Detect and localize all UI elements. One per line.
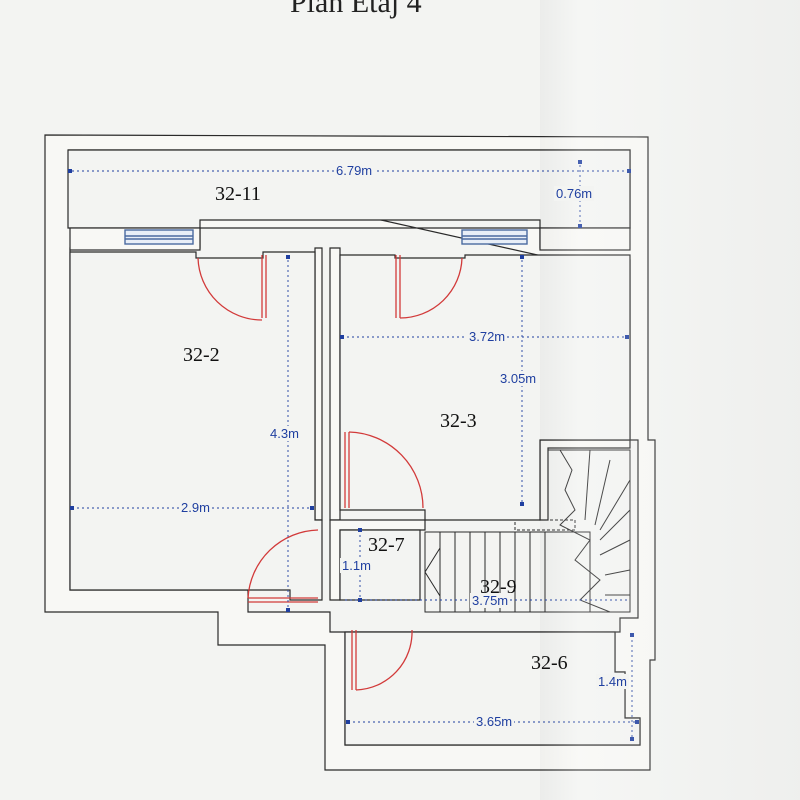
dim-label-3-75: 3.75m	[470, 593, 511, 608]
dimension-ticks	[68, 160, 639, 741]
room-label-32-9: 32-9	[480, 576, 517, 598]
room-32-3-floor	[339, 254, 631, 521]
dim-label-1-4: 1.4m	[596, 674, 629, 689]
room-32-2-floor	[69, 251, 323, 601]
stair-winder	[548, 449, 631, 613]
dim-label-2-9: 2.9m	[179, 500, 212, 515]
dim-label-6-79: 6.79m	[334, 163, 375, 178]
dim-label-3-65: 3.65m	[474, 714, 515, 729]
room-32-6-floor	[344, 631, 641, 746]
dim-label-4-3: 4.3m	[268, 426, 301, 441]
wall-partition-right	[539, 227, 631, 251]
room-label-32-7: 32-7	[368, 534, 405, 556]
stair-landing-marker	[514, 519, 576, 531]
wall-center	[314, 247, 341, 521]
dim-label-0-76: 0.76m	[554, 186, 595, 201]
room-label-32-6: 32-6	[531, 652, 568, 674]
wall-stair-box	[539, 439, 631, 521]
dim-label-3-72: 3.72m	[467, 329, 508, 344]
room-floors	[69, 251, 641, 746]
walls	[44, 134, 656, 771]
doors	[197, 255, 463, 691]
window-left	[124, 229, 194, 245]
dim-label-3-05: 3.05m	[498, 371, 539, 386]
door-32-2-top	[197, 255, 267, 321]
plan-title: Plan Etaj 4	[290, 0, 422, 19]
window-right	[461, 229, 528, 245]
room-32-11-floor	[67, 149, 631, 229]
door-32-6	[351, 629, 413, 691]
dim-label-1-1: 1.1m	[340, 558, 373, 573]
door-32-2-bottom	[247, 529, 319, 603]
door-32-3-left	[344, 431, 424, 509]
room-label-32-11: 32-11	[215, 183, 261, 205]
windows	[124, 229, 528, 245]
room-label-32-2: 32-2	[183, 344, 220, 366]
staircase	[424, 449, 631, 613]
door-32-3-top	[395, 255, 463, 319]
room-label-32-3: 32-3	[440, 410, 477, 432]
